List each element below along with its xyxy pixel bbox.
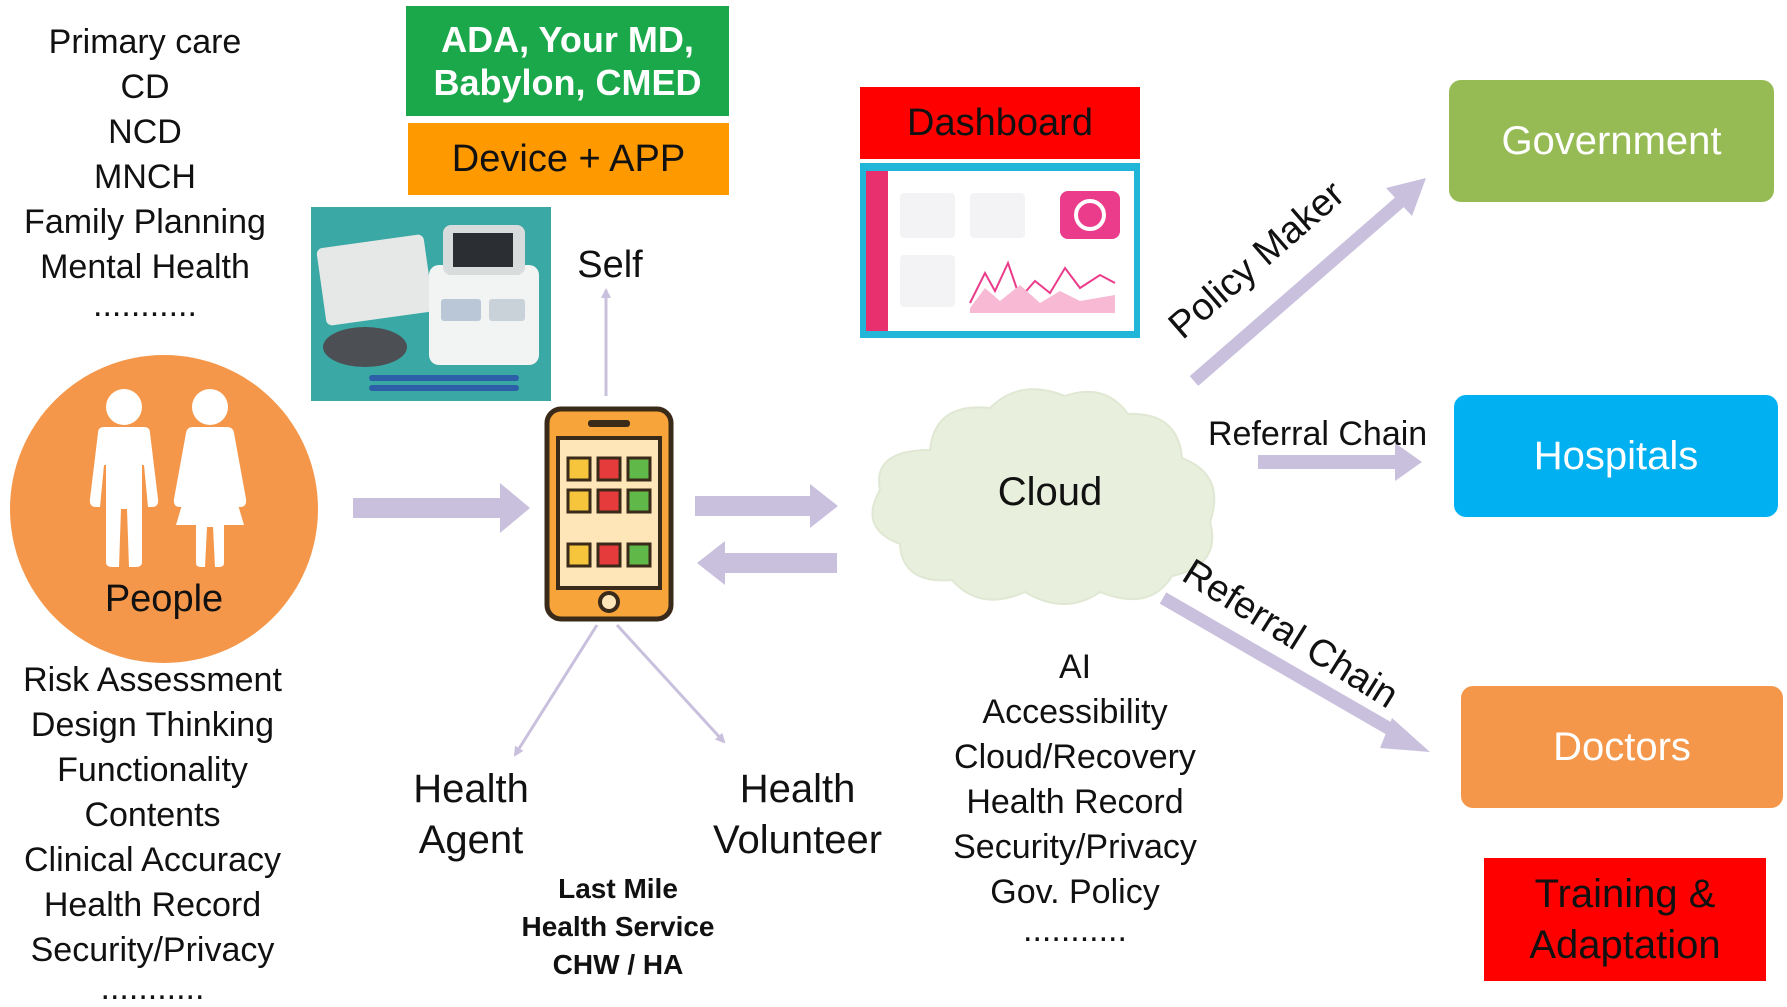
care-area-item: MNCH [94, 158, 196, 196]
arrow-cloud-to-phone [697, 541, 837, 585]
health-agent-line-2: Agent [418, 818, 524, 862]
arrow-phone-to-volunteer [615, 623, 726, 744]
last-mile-line-1: Last Mile [558, 873, 678, 904]
cloud-feature-item: ........... [1023, 911, 1127, 949]
people-node: People [10, 355, 318, 663]
care-area-item: Mental Health [40, 248, 250, 286]
health-volunteer-line-2: Volunteer [712, 818, 883, 862]
medical-device-image [311, 207, 551, 401]
arrow-phone-to-cloud [695, 484, 838, 528]
criteria-list: Risk Assessment Design Thinking Function… [0, 658, 305, 1007]
apps-box: ADA, Your MD, Babylon, CMED [406, 6, 729, 116]
health-agent-line-1: Health [413, 767, 529, 811]
apps-line-2: Babylon, CMED [433, 62, 702, 103]
criteria-item: Functionality [57, 751, 248, 789]
hospitals-box: Hospitals [1454, 395, 1778, 517]
smartphone-icon [544, 406, 674, 622]
cloud-feature-item: Gov. Policy [990, 873, 1160, 911]
cloud-feature-item: Security/Privacy [953, 828, 1197, 866]
training-line-1: Training & [1534, 871, 1716, 916]
device-app-box: Device + APP [408, 123, 729, 195]
self-label: Self [577, 244, 643, 286]
criteria-item: Security/Privacy [30, 931, 275, 969]
arrow-cloud-to-doctors [1159, 592, 1430, 752]
arrow-cloud-to-government [1189, 178, 1426, 386]
care-area-item: Family Planning [24, 203, 266, 241]
training-line-2: Adaptation [1529, 922, 1721, 967]
cloud-feature-item: AI [1058, 648, 1092, 686]
government-box: Government [1449, 80, 1774, 202]
health-agent-label: Health Agent [386, 764, 556, 866]
care-areas-list: Primary care CD NCD MNCH Family Planning… [0, 20, 290, 324]
people-label: People [104, 578, 224, 620]
dashboard-illustration [866, 171, 1134, 331]
care-area-item: NCD [108, 113, 182, 151]
training-adaptation-box: Training & Adaptation [1484, 858, 1766, 981]
criteria-item: Risk Assessment [23, 661, 282, 699]
people-icon [89, 389, 247, 567]
criteria-item: Health Record [43, 886, 262, 924]
criteria-item: Contents [84, 796, 221, 834]
referral-chain-label-hospitals: Referral Chain [1208, 415, 1428, 453]
arrow-phone-to-agent [513, 624, 599, 757]
health-volunteer-line-1: Health [739, 767, 856, 811]
arrow-cloud-to-hospitals [1258, 443, 1422, 481]
dashboard-title: Dashboard [860, 87, 1140, 159]
apps-line-1: ADA, Your MD, [441, 19, 694, 60]
dashboard-image [860, 163, 1140, 338]
criteria-item: Design Thinking [30, 706, 275, 744]
last-mile-line-2: Health Service [521, 911, 715, 942]
criteria-item: Clinical Accuracy [24, 841, 281, 879]
cloud-label: Cloud [997, 470, 1103, 514]
health-volunteer-label: Health Volunteer [700, 764, 895, 866]
doctors-box: Doctors [1461, 686, 1783, 808]
care-area-item: Primary care [48, 23, 242, 61]
criteria-item: ........... [100, 969, 205, 1007]
cloud-feature-item: Accessibility [982, 693, 1168, 731]
cloud-features-list: AI Accessibility Cloud/Recovery Health R… [920, 645, 1230, 949]
device-illustration [316, 225, 539, 391]
cloud-feature-item: Cloud/Recovery [954, 738, 1196, 776]
last-mile-label: Last Mile Health Service CHW / HA [478, 870, 758, 984]
cloud-shape [871, 388, 1216, 605]
last-mile-line-3: CHW / HA [552, 949, 684, 980]
cloud-feature-item: Health Record [966, 783, 1184, 821]
arrow-people-to-phone [353, 483, 530, 533]
care-area-item: ........... [93, 286, 197, 324]
care-area-item: CD [120, 68, 170, 106]
